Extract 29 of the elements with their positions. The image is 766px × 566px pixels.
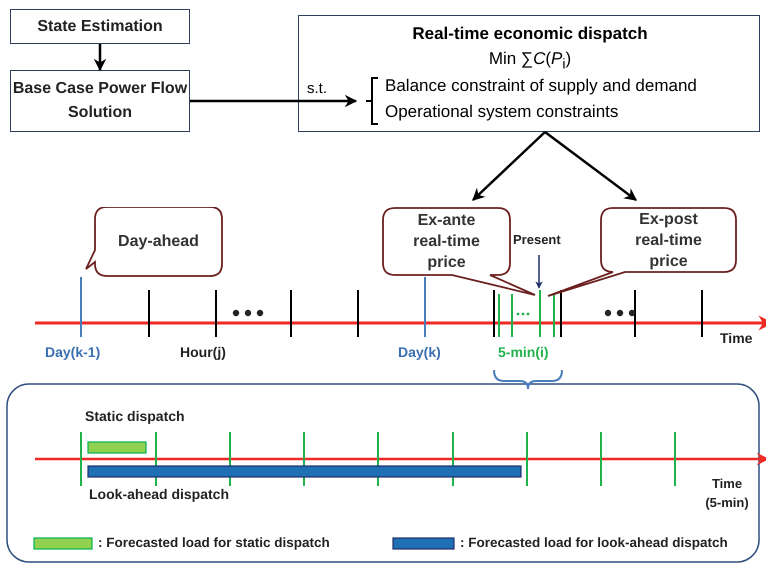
box-label: State Estimation — [36, 16, 164, 36]
bar-label: Static dispatch — [85, 408, 185, 424]
constraint-marker: s.t. — [307, 80, 328, 97]
constraint-text: Balance constraint of supply and demand — [385, 76, 697, 96]
callout-text: Day-ahead — [117, 232, 200, 252]
legend-text: : Forecasted load for look-ahead dispatch — [460, 535, 728, 550]
legend-text: : Forecasted load for static dispatch — [98, 535, 330, 550]
axis-label: Time (5-min) — [704, 475, 750, 512]
process-box — [10, 9, 190, 44]
bar-label: Look-ahead dispatch — [89, 486, 230, 502]
box-label: Base Case Power Flow Solution — [12, 79, 188, 123]
dispatch-box — [298, 15, 760, 132]
axis-label: Day(k) — [398, 344, 441, 360]
arrow — [94, 44, 106, 72]
arrow — [472, 131, 546, 201]
speech-callout — [84, 207, 224, 277]
time-marker-label: Present — [513, 232, 561, 247]
callout-text: Ex-post real-time price — [634, 210, 703, 272]
axis-label: Time — [720, 330, 752, 346]
callout-text: Ex-ante real-time price — [412, 211, 481, 273]
arrow — [190, 94, 358, 108]
arrow — [544, 131, 637, 201]
box-heading: Real-time economic dispatch — [411, 24, 649, 44]
objective-formula: Min ∑C(P$_{i}$) — [488, 49, 572, 72]
axis-label: Hour(j) — [180, 344, 226, 360]
constraint-text: Operational system constraints — [385, 102, 618, 122]
axis-label: Day(k-1) — [45, 344, 100, 360]
axis-label: 5-min(i) — [498, 344, 549, 360]
process-box — [10, 70, 190, 132]
